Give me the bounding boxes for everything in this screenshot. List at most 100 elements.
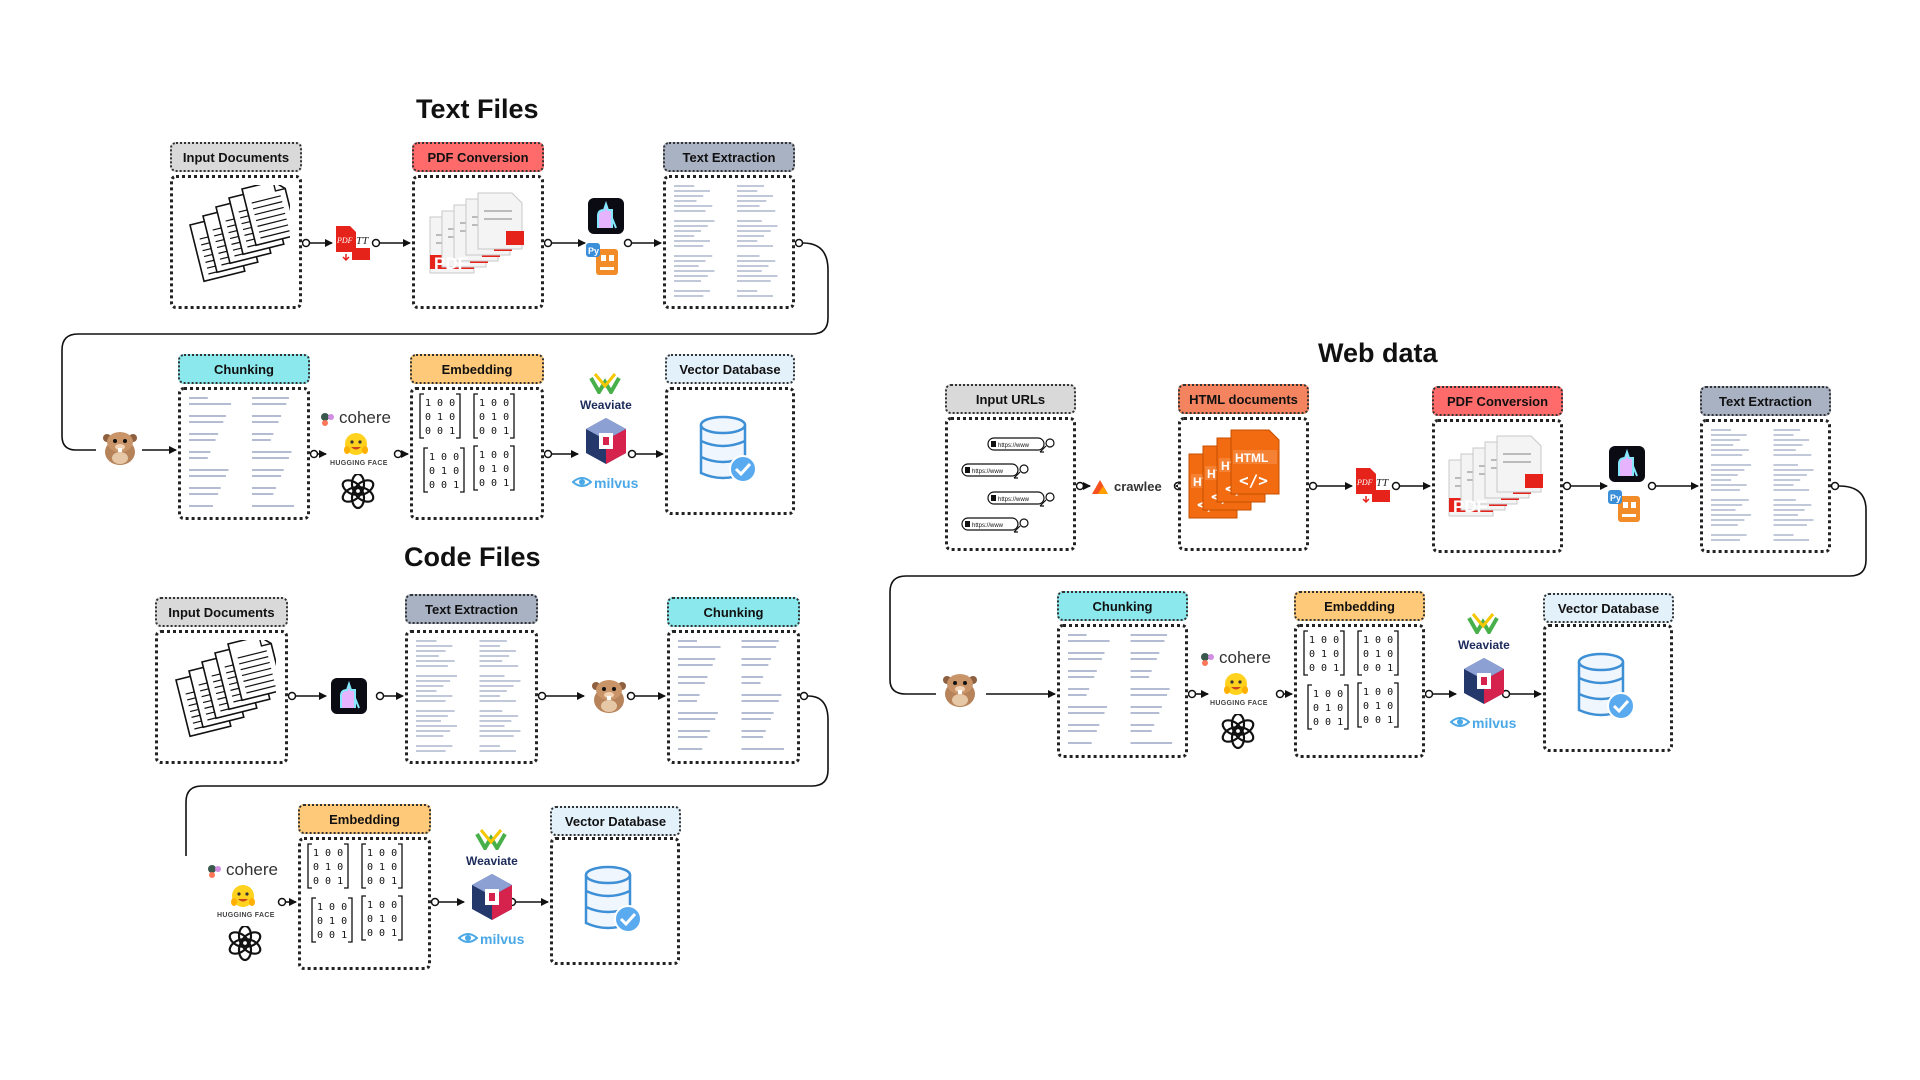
milvus-logo-text: milvus — [1472, 715, 1517, 731]
hugging-face-icon — [231, 884, 255, 908]
svg-text:0 0 1: 0 0 1 — [425, 426, 455, 437]
svg-text:0 0 1: 0 0 1 — [367, 876, 397, 887]
svg-text:1 0 0: 1 0 0 — [479, 450, 509, 461]
connector — [889, 485, 1867, 695]
svg-text:1 0 0: 1 0 0 — [317, 902, 347, 913]
svg-text:0 1 0: 0 1 0 — [479, 412, 509, 423]
connector-dot — [799, 691, 809, 701]
svg-text:0 0 1: 0 0 1 — [317, 930, 347, 941]
svg-text:0 0 1: 0 0 1 — [1363, 715, 1393, 726]
tag-input-documents: Input Documents — [170, 142, 302, 172]
tag-text-extraction-web: Text Extraction — [1700, 386, 1831, 416]
svg-text:0 0 1: 0 0 1 — [1363, 663, 1393, 674]
text-lines — [666, 178, 792, 306]
openai-icon — [228, 924, 264, 962]
vector-database-icon — [578, 861, 650, 941]
tag-html-documents: HTML documents — [1178, 384, 1309, 414]
svg-text:1 0 0: 1 0 0 — [367, 900, 397, 911]
chunk-lines — [181, 390, 307, 517]
connector-dot — [794, 238, 804, 248]
vector-database-box — [1543, 624, 1673, 752]
weaviate-icon — [1467, 612, 1499, 636]
chunking-box-code — [667, 630, 800, 764]
hugging-face-logo-text: HUGGING FACE — [217, 912, 275, 919]
connector-dot — [627, 449, 637, 459]
svg-text:0 0 1: 0 0 1 — [1309, 663, 1339, 674]
connector-dot — [375, 691, 385, 701]
vector-database-icon — [1571, 648, 1643, 728]
tag-text-extraction: Text Extraction — [663, 142, 795, 172]
milvus-logo-text: milvus — [480, 931, 525, 947]
connector-dot — [1647, 481, 1657, 491]
connector-dot — [623, 238, 633, 248]
embedding-box-code — [298, 837, 431, 970]
section-title-web-data: Web data — [1318, 338, 1438, 368]
qdrant-icon — [584, 416, 628, 466]
milvus-logo-text: milvus — [594, 475, 639, 491]
beaver-icon-web — [938, 668, 982, 712]
svg-text:0 1 0: 0 1 0 — [313, 862, 343, 873]
svg-text:1 0 0: 1 0 0 — [1363, 687, 1393, 698]
weaviate-icon — [589, 372, 621, 396]
cohere-logo-text: cohere — [339, 408, 391, 427]
svg-text:https://www: https://www — [998, 443, 1030, 449]
connector-dot — [1501, 689, 1511, 699]
tag-vector-database-web: Vector Database — [1543, 593, 1674, 623]
vector-database-icon — [693, 411, 765, 491]
cohere-logo-text: cohere — [1219, 648, 1271, 667]
tag-input-documents-code: Input Documents — [155, 597, 288, 627]
cohere-logo-text: cohere — [226, 860, 278, 879]
chunking-box-web — [1057, 624, 1188, 758]
svg-text:0 0 1: 0 0 1 — [429, 480, 459, 491]
milvus-icon — [571, 474, 593, 490]
tag-vector-database-code: Vector Database — [550, 806, 681, 836]
svg-text:0 1 0: 0 1 0 — [1363, 649, 1393, 660]
connector-dot — [1308, 481, 1318, 491]
crawlee-icon — [1092, 480, 1110, 496]
section-title-text-files: Text Files — [416, 94, 539, 124]
svg-text:PDF: PDF — [434, 254, 468, 273]
chunk-lines-web — [1060, 627, 1185, 755]
pdf-file-icon-web: PDF — [1441, 426, 1555, 540]
tag-pdf-conversion-web: PDF Conversion — [1432, 386, 1563, 416]
tag-chunking-code: Chunking — [667, 597, 800, 627]
svg-text:1 0 0: 1 0 0 — [1313, 689, 1343, 700]
svg-text:PDF: PDF — [336, 236, 353, 245]
openai-icon — [1221, 712, 1257, 750]
llama-parse-icon — [588, 198, 632, 242]
milvus-icon — [457, 930, 479, 946]
svg-text:PDF: PDF — [1453, 497, 1487, 516]
tag-text-extraction-code: Text Extraction — [405, 594, 538, 624]
cohere-icon — [320, 412, 336, 428]
text-extraction-box-web — [1700, 419, 1831, 553]
svg-text:0 1 0: 0 1 0 — [367, 862, 397, 873]
hugging-face-logo-text: HUGGING FACE — [1210, 700, 1268, 707]
tag-vector-database: Vector Database — [665, 354, 795, 384]
connector-dot — [371, 238, 381, 248]
connector-dot — [309, 449, 319, 459]
hugging-face-icon — [1224, 672, 1248, 696]
svg-text:0 0 1: 0 0 1 — [313, 876, 343, 887]
svg-text:0 1 0: 0 1 0 — [479, 464, 509, 475]
tag-embedding: Embedding — [410, 354, 544, 384]
svg-text:0 1 0: 0 1 0 — [317, 916, 347, 927]
cohere-icon — [1200, 652, 1216, 668]
svg-text:https://www: https://www — [972, 469, 1004, 475]
svg-text:1 0 0: 1 0 0 — [1309, 635, 1339, 646]
svg-text:PDF: PDF — [1356, 478, 1373, 487]
svg-text:</>: </> — [1239, 471, 1268, 490]
tag-chunking-web: Chunking — [1057, 591, 1188, 621]
svg-text:1 0 0: 1 0 0 — [429, 452, 459, 463]
weaviate-logo-text: Weaviate — [1458, 638, 1510, 652]
connector-dot — [393, 449, 403, 459]
connector-dot — [1830, 481, 1840, 491]
chunk-lines-code — [670, 633, 797, 761]
svg-text:TT: TT — [356, 235, 369, 247]
connector-dot — [277, 897, 287, 907]
svg-text:https://www: https://www — [998, 497, 1030, 503]
connector-dot — [1424, 689, 1434, 699]
